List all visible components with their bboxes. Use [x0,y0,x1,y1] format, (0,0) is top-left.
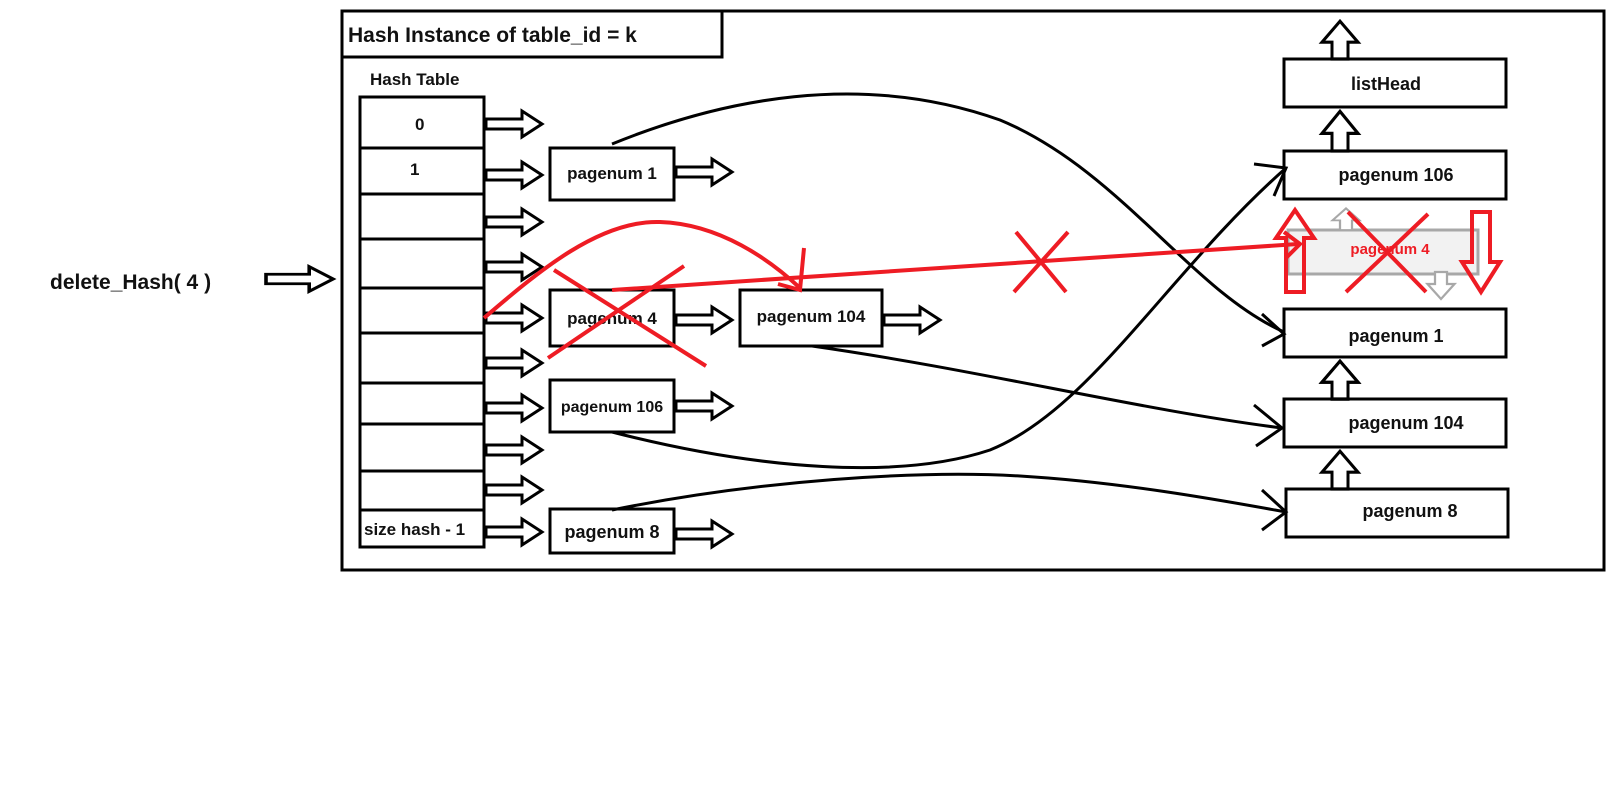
cross-node-4-icon [552,268,708,368]
pointer-pagenum1-to-list [611,92,1285,334]
pointer-head-icon [1253,162,1289,197]
bucket-index-last: size hash - 1 [364,520,465,539]
call-arrow-icon [264,264,336,294]
bucket-arrow-icon [484,160,544,190]
list-pointer-curves [611,92,1289,532]
pointer-pagenum104-to-list [811,344,1283,430]
list-node-label: pagenum 106 [1338,165,1453,185]
list-node-pagenum-104: pagenum 104 [1282,397,1508,449]
relink-arrowhead-icon [777,247,806,293]
bucket-arrow-icon [484,348,544,378]
chain-node-label: pagenum 106 [561,399,663,416]
list-node-pagenum-1: pagenum 1 [1282,307,1508,359]
instance-title-box [340,9,724,59]
list-node-pagenum-106: pagenum 106 [1282,149,1508,201]
bucket-index-0: 0 [415,115,424,134]
up-arrow-icon [1320,19,1360,61]
bucket-arrow-icon [484,207,544,237]
hash-table [358,95,486,549]
pointer-head-icon [1253,403,1285,448]
bucket-index-1: 1 [410,160,419,179]
relink-curve [482,219,802,320]
chain-node-pagenum-4: pagenum 4 [548,288,676,348]
pointer-pagenum8-to-list [611,472,1287,514]
bucket-arrow-icon [484,393,544,423]
bucket-arrow-icon [484,517,544,547]
delete-operation-label: delete_Hash( 4 ) [50,271,211,294]
pointer-head-icon [1260,488,1289,532]
bucket-pointer-arrows [484,109,544,547]
up-arrow-icon [1320,109,1360,153]
red-down-arrow-icon [1458,210,1504,296]
cross-list-node-icon [1344,212,1430,294]
chain-node-pagenum-8: pagenum 8 [548,507,676,555]
next-arrow-icon [674,157,734,187]
faded-down-arrow-icon [1426,270,1456,301]
list-node-pagenum-4-deleted: pagenum 4 [1286,207,1480,301]
bucket-arrow-icon [484,109,544,139]
list-head-label: listHead [1351,74,1421,94]
up-arrow-icon [1320,359,1360,401]
pointer-head-icon [1260,312,1287,348]
next-arrow-icon [674,305,734,335]
cross-pointer-icon [1012,230,1070,294]
chain-node-pagenum-106: pagenum 106 [548,378,676,434]
list-head-node: listHead [1282,57,1508,109]
next-arrow-icon [882,305,942,335]
list-node-label: pagenum 104 [1348,413,1463,433]
chain-node-label: pagenum 1 [567,164,657,183]
chain-node-label: pagenum 8 [564,522,659,542]
hash-instance-frame [340,9,1606,572]
list-node-label: pagenum 1 [1348,326,1443,346]
pointer-pagenum106-to-list [611,166,1287,470]
deleted-pointer-head-icon [1282,230,1304,260]
cross-node-4-icon [546,264,686,360]
deletion-marks [482,206,1504,368]
chain-node-pagenum-1: pagenum 1 [548,146,676,202]
next-arrow-icon [674,519,734,549]
chain-node-pagenum-104: pagenum 104 [738,288,884,348]
list-node-pagenum-8: pagenum 8 [1284,487,1510,539]
bucket-arrow-icon [484,475,544,505]
chain-node-label: pagenum 104 [757,307,866,326]
next-arrow-icon [674,391,734,421]
deleted-pointer-line [611,242,1299,292]
hash-table-title: Hash Table [370,70,459,89]
bucket-arrow-icon [484,435,544,465]
red-up-arrow-icon [1272,206,1318,294]
up-arrow-icon [1320,449,1360,491]
list-node-label: pagenum 8 [1362,501,1457,521]
instance-title: Hash Instance of table_id = k [348,24,637,47]
